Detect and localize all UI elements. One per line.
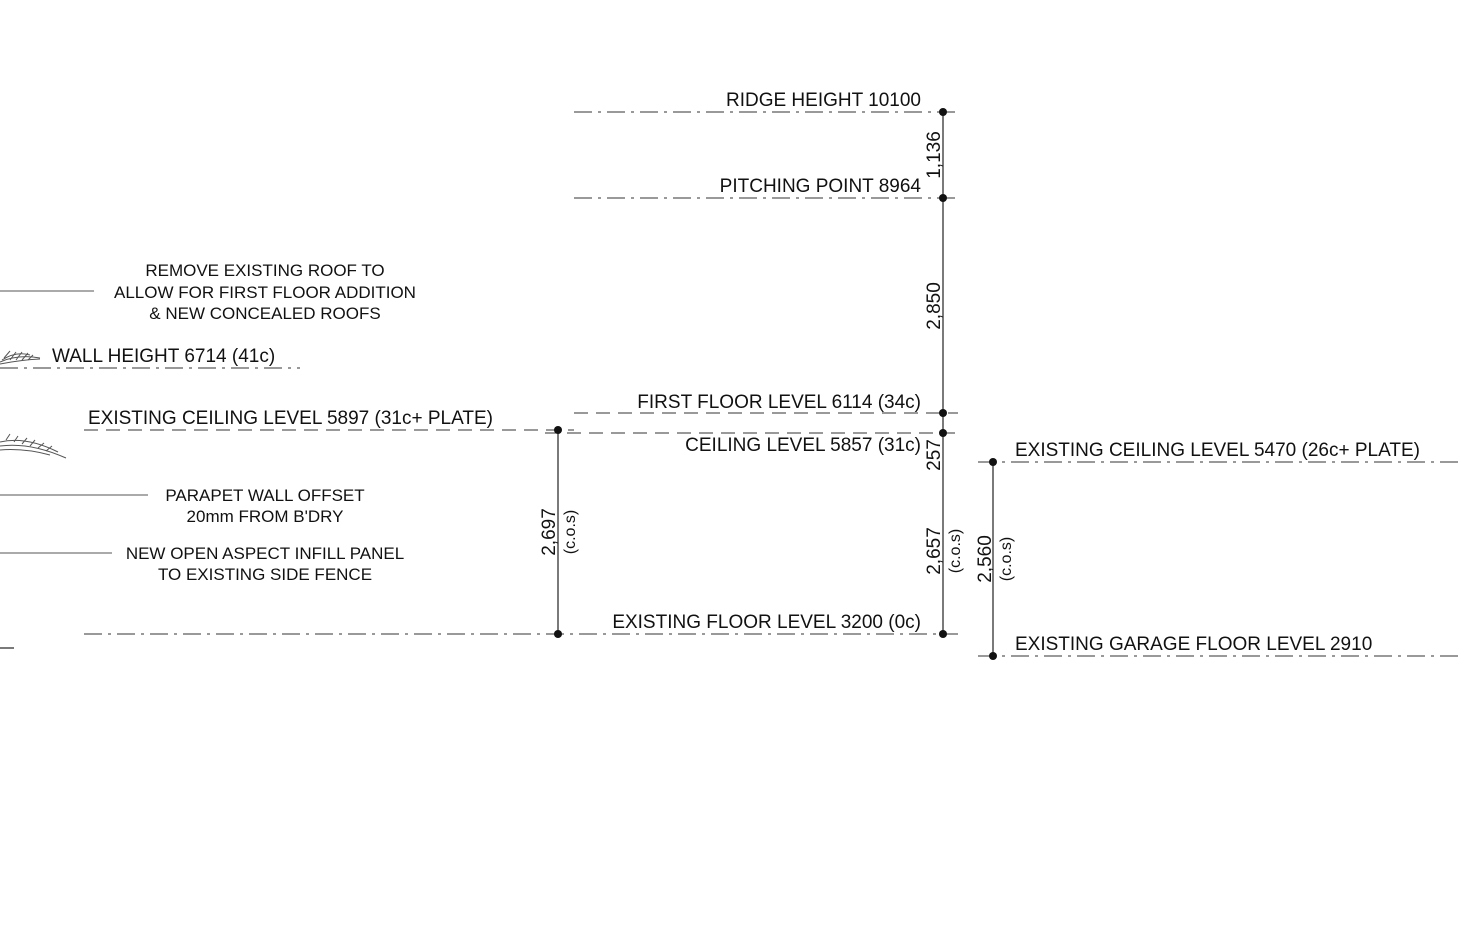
- dim-dot: [939, 108, 947, 116]
- note-line: PARAPET WALL OFFSET: [165, 486, 364, 505]
- note-line: & NEW CONCEALED ROOFS: [149, 304, 380, 323]
- dim-ceiling-to-floor-left: 2,697: [539, 508, 560, 556]
- wall-height-label: WALL HEIGHT 6714 (41c): [52, 346, 275, 367]
- dim-dot: [939, 409, 947, 417]
- remove-roof-note: REMOVE EXISTING ROOF TO ALLOW FOR FIRST …: [114, 261, 416, 323]
- existing-floor-level-label: EXISTING FLOOR LEVEL 3200 (0c): [612, 612, 921, 633]
- pitching-point-label: PITCHING POINT 8964: [720, 176, 922, 197]
- note-line: 20mm FROM B'DRY: [187, 507, 344, 526]
- dim-dot: [554, 630, 562, 638]
- existing-garage-floor-label: EXISTING GARAGE FLOOR LEVEL 2910: [1015, 634, 1372, 655]
- dim-garage-cos: (c.o.s): [998, 537, 1015, 581]
- dim-ridge-to-pitch: 1,136: [924, 131, 945, 179]
- dim-dot: [939, 194, 947, 202]
- infill-note: NEW OPEN ASPECT INFILL PANEL TO EXISTING…: [126, 544, 404, 584]
- foliage-sketch-upper: [0, 350, 41, 365]
- dim-dot: [939, 429, 947, 437]
- note-line: TO EXISTING SIDE FENCE: [158, 565, 372, 584]
- dim-pitch-to-first-floor: 2,850: [924, 282, 945, 330]
- parapet-note: PARAPET WALL OFFSET 20mm FROM B'DRY: [165, 486, 364, 526]
- dim-first-floor-to-ceiling: 257: [924, 439, 945, 471]
- dim-dot: [989, 652, 997, 660]
- dim-main-cos: (c.o.s): [947, 529, 964, 573]
- note-line: NEW OPEN ASPECT INFILL PANEL: [126, 544, 404, 563]
- existing-ceiling-left-label: EXISTING CEILING LEVEL 5897 (31c+ PLATE): [88, 408, 493, 429]
- note-line: ALLOW FOR FIRST FLOOR ADDITION: [114, 283, 416, 302]
- dim-ceiling-to-floor-garage: 2,560: [975, 535, 996, 583]
- dim-ceiling-to-floor-main: 2,657: [924, 527, 945, 575]
- ridge-height-label: RIDGE HEIGHT 10100: [726, 90, 921, 111]
- dim-left-cos: (c.o.s): [562, 510, 579, 554]
- existing-ceiling-right-label: EXISTING CEILING LEVEL 5470 (26c+ PLATE): [1015, 440, 1420, 461]
- dim-dot: [554, 426, 562, 434]
- dim-dot: [989, 458, 997, 466]
- dim-dot: [939, 630, 947, 638]
- ceiling-level-label: CEILING LEVEL 5857 (31c): [685, 435, 921, 456]
- note-line: REMOVE EXISTING ROOF TO: [145, 261, 384, 280]
- foliage-sketch-lower: [0, 433, 67, 459]
- first-floor-level-label: FIRST FLOOR LEVEL 6114 (34c): [637, 392, 921, 413]
